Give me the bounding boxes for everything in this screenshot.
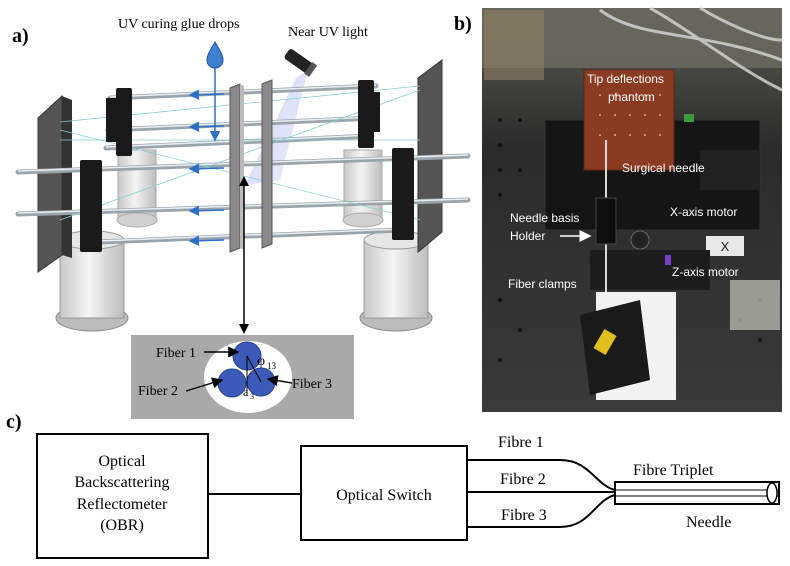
fiber-triplet-inset: Fiber 1 Fiber 2 Fiber 3 φ 13 a 3 [131,335,354,419]
fiber2-arrow [185,377,224,392]
center-left-plate-edge [240,84,244,250]
panel-a: a) [12,17,471,419]
center-left-plate [229,83,241,253]
photo-left-device [484,10,544,80]
clamps-label: Fiber clamps [508,277,577,291]
obr-line-1: Optical [98,453,146,470]
phi-subscript: 13 [267,361,277,371]
left-outer-plate-edge [62,96,72,258]
inset-fiber2-label: Fiber 2 [138,384,178,399]
right-cylinder [359,230,433,332]
clamp-warning-label [593,328,617,356]
center-right-plate [261,79,273,249]
fiber-clamp-body [580,300,650,395]
fiber-2-circle [217,368,247,398]
inset-pointer-head-bottom [239,324,249,334]
switch-label: Optical Switch [336,487,432,504]
needle-body [614,481,780,505]
uv-label: Near UV light [288,25,368,40]
phantom-dots [599,94,661,136]
holder-label-1: Needle basis [510,211,579,225]
photo-paper [730,280,780,330]
panel-c-label: c) [6,411,22,433]
needle-tip [766,482,778,504]
a-symbol: a [243,385,249,399]
obr-line-2: Backscattering [74,474,169,491]
fibre-3-label: Fibre 3 [501,507,547,524]
x-motor-label: X-axis motor [670,205,737,219]
z-motor-label: Z-axis motor [672,265,739,279]
holder-label-2: Holder [510,229,545,243]
fiber3-arrow [266,375,293,387]
triplet-label: Fibre Triplet [633,462,714,479]
needle-holder [595,197,617,245]
phantom-board [583,69,675,171]
switch-box [300,445,468,541]
phantom-label-1: Tip deflections [587,72,664,86]
holder-knob [630,230,650,250]
glue-arrows [188,62,225,246]
glue-label: UV curing glue drops [118,17,239,32]
uv-lamp-icon [284,49,318,77]
phi-line [246,355,262,383]
photo-cables [599,6,783,92]
left-outer-plate [37,94,63,273]
inset-fiber3-label: Fiber 3 [292,377,332,392]
phantom-label-2: phantom [608,90,655,104]
obr-box [36,433,209,559]
clamp-blocks [80,80,414,252]
obr-line-4: (OBR) [100,517,144,534]
x-axis-motor-body [700,150,760,190]
x-tag-text: X [721,239,730,254]
fibre-1-label: Fibre 1 [498,434,544,451]
needle-drawing [614,481,780,505]
panel-b: b) X [454,6,783,412]
inset-fiber1-label: Fiber 1 [156,346,196,361]
a-subscript: 3 [250,392,254,401]
fibre-lines [467,459,616,528]
glue-drop-icon [206,41,224,69]
panel-a-label: a) [12,25,29,47]
panel-b-label: b) [454,13,472,35]
obr-text: Optical Backscattering Reflectometer (OB… [74,453,169,534]
phi-symbol: φ [257,354,265,369]
panel-c: c) Optical Backscattering Reflectometer … [6,411,780,559]
fibre-2-label: Fibre 2 [500,471,546,488]
mid-left-cylinder [116,149,158,228]
needle-label: Surgical needle [622,161,705,175]
obr-line-3: Reflectometer [77,496,168,513]
z-axis-stage [590,250,710,290]
needle-label-c: Needle [686,514,731,531]
photo-labels: Tip deflections phantom Surgical needle … [508,72,739,291]
x-tag [706,236,744,256]
z-indicator [665,255,671,265]
inset-pointer-head-top [239,176,249,186]
green-part [684,114,694,122]
